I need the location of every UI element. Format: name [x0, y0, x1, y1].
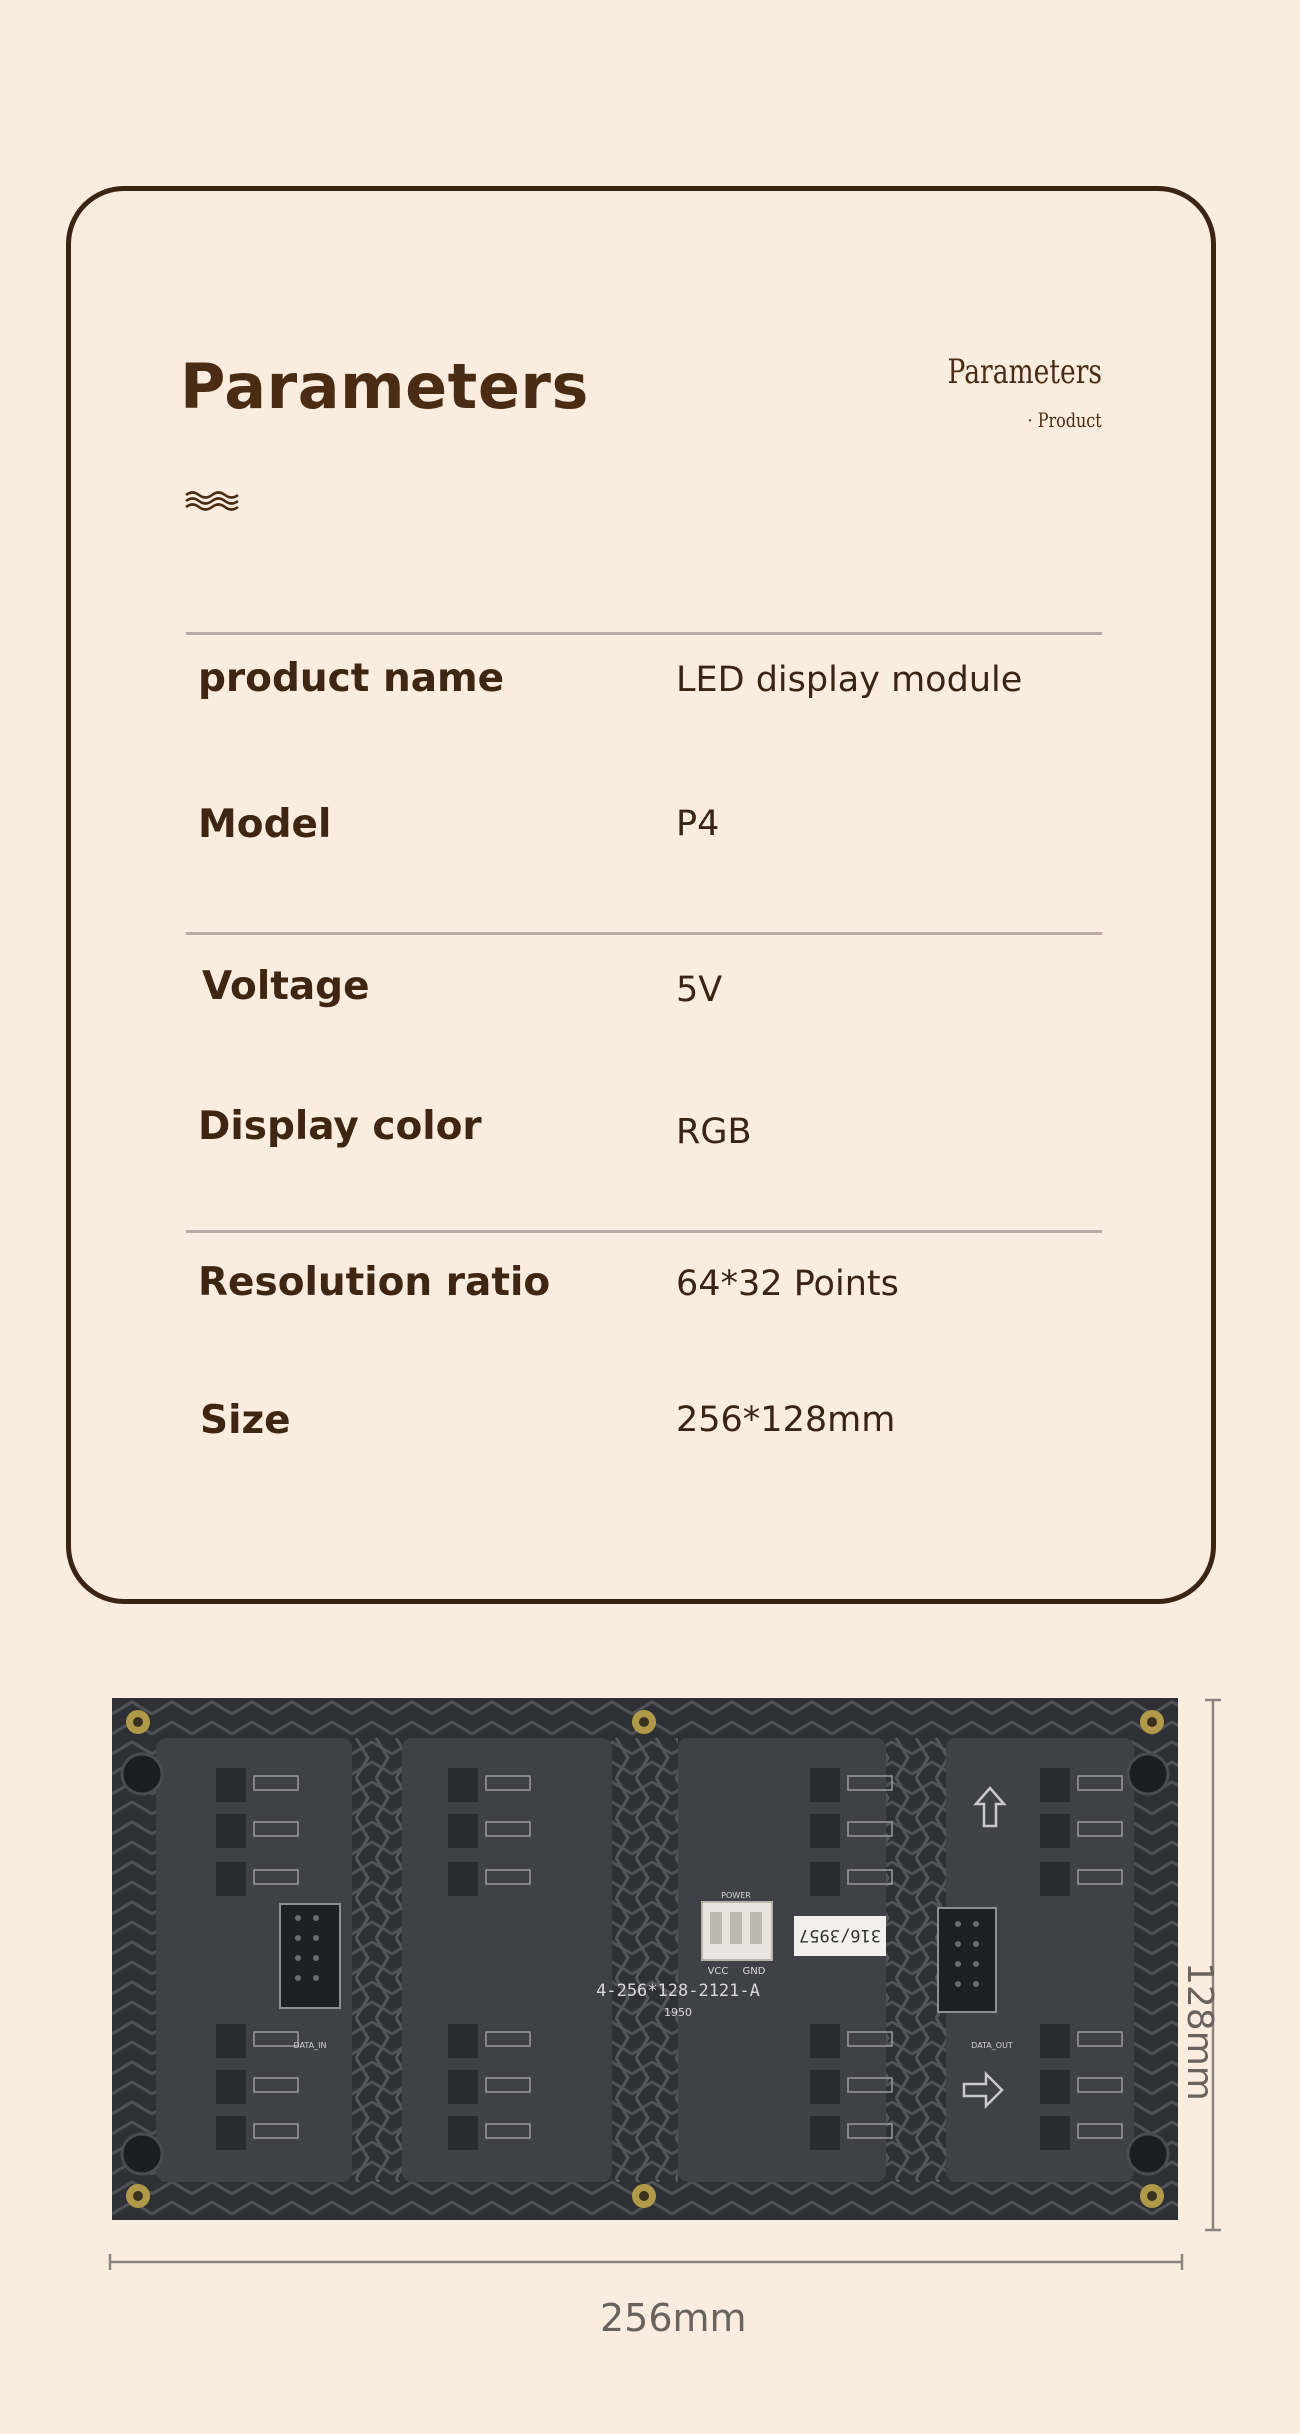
width-label: 256mm	[600, 2296, 747, 2340]
power-label: POWER	[721, 1891, 751, 1900]
spec-value-display-color: RGB	[676, 1112, 752, 1152]
spec-label-model: Model	[198, 802, 332, 847]
data-in-label: DATA_IN	[294, 2041, 327, 2050]
vcc-label: VCC	[708, 1966, 729, 1977]
spec-label-display-color: Display color	[198, 1104, 482, 1149]
divider	[186, 632, 1102, 635]
spec-label-voltage: Voltage	[202, 964, 370, 1009]
divider	[186, 932, 1102, 935]
spec-value-resolution: 64*32 Points	[676, 1264, 899, 1304]
date-code: 1950	[664, 2006, 692, 2019]
gnd-label: GND	[743, 1966, 766, 1977]
height-label: 128mm	[1179, 1962, 1220, 2101]
led-module-image: 316/3957 4-256*128-2121-A POWER VCC GND …	[112, 1698, 1178, 2220]
brand-subtitle: · Product	[1027, 408, 1102, 432]
wave-icon	[185, 491, 239, 511]
sticker-text: 316/3957	[799, 1925, 881, 1945]
page-title: Parameters	[180, 350, 589, 423]
width-dimension-line	[108, 2254, 1184, 2270]
spec-label-product-name: product name	[198, 656, 505, 701]
data-out-label: DATA_OUT	[971, 2041, 1013, 2050]
spec-value-model: P4	[676, 804, 720, 844]
brand-title: Parameters	[947, 352, 1102, 392]
spec-value-voltage: 5V	[676, 970, 723, 1010]
height-dimension-line	[1205, 1698, 1221, 2232]
spec-label-size: Size	[200, 1398, 291, 1443]
parameters-card	[66, 186, 1216, 1604]
spec-value-size: 256*128mm	[676, 1400, 896, 1440]
spec-value-product-name: LED display module	[676, 660, 1023, 700]
spec-label-resolution: Resolution ratio	[198, 1260, 551, 1305]
board-code-text: 4-256*128-2121-A	[596, 1981, 760, 2001]
divider	[186, 1230, 1102, 1233]
